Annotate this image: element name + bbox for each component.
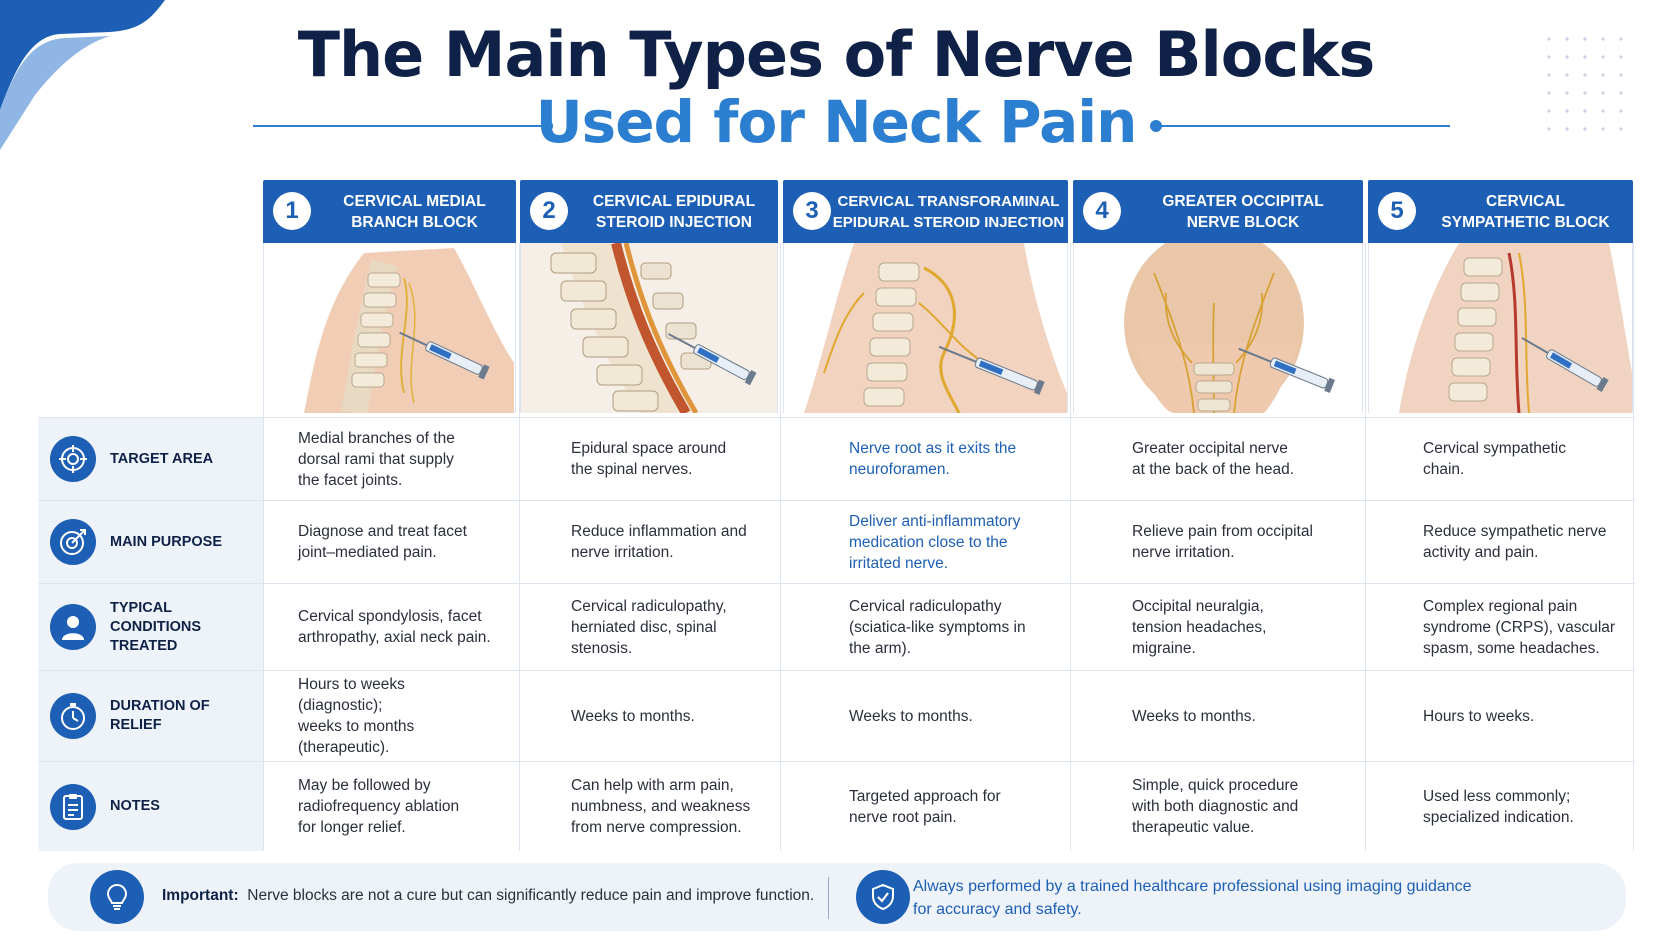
row-label: NOTES bbox=[110, 798, 160, 814]
table-cell: Hours to weeks. bbox=[1423, 707, 1535, 725]
table-cell: Diagnose and treat facet joint–mediated … bbox=[298, 523, 467, 561]
sympathetic-chain-illustration bbox=[1368, 243, 1633, 413]
subtitle-right-dot bbox=[1150, 120, 1162, 132]
column-divider bbox=[263, 243, 264, 851]
row-label: DURATION OF RELIEF bbox=[110, 698, 210, 733]
corner-decoration bbox=[0, 0, 165, 150]
back-of-head-illustration bbox=[1073, 243, 1363, 413]
subtitle-left-dot bbox=[541, 120, 553, 132]
table-cell: Weeks to months. bbox=[1132, 707, 1256, 725]
row-label-target-area: TARGET AREA bbox=[38, 418, 263, 500]
column-number-badge: 5 bbox=[1378, 192, 1416, 230]
important-label: Important: bbox=[162, 887, 239, 904]
lightbulb-icon bbox=[90, 870, 144, 924]
column-3: 3 CERVICAL TRANSFORAMINAL EPIDURAL STERO… bbox=[783, 180, 1068, 851]
column-header: 4 GREATER OCCIPITAL NERVE BLOCK bbox=[1073, 180, 1363, 243]
table-cell: Reduce sympathetic nerve activity and pa… bbox=[1423, 523, 1607, 561]
table-cell: Reduce inflammation and nerve irritation… bbox=[571, 523, 747, 561]
column-header: 2 CERVICAL EPIDURAL STEROID INJECTION bbox=[520, 180, 778, 243]
table-cell: Cervical sympathetic chain. bbox=[1423, 440, 1566, 478]
important-text: Nerve blocks are not a cure but can sign… bbox=[247, 887, 815, 904]
column-header: 3 CERVICAL TRANSFORAMINAL EPIDURAL STERO… bbox=[783, 180, 1068, 243]
column-5: 5 CERVICAL SYMPATHETIC BLOCK bbox=[1368, 180, 1633, 851]
subtitle-left-rule bbox=[253, 125, 543, 127]
safety-note: Always performed by a trained healthcare… bbox=[913, 878, 1472, 918]
table-cell: Can help with arm pain, numbness, and we… bbox=[571, 777, 751, 836]
clipboard-icon bbox=[50, 783, 96, 830]
column-header: 5 CERVICAL SYMPATHETIC BLOCK bbox=[1368, 180, 1633, 243]
column-divider bbox=[1633, 243, 1634, 851]
row-divider bbox=[38, 583, 1635, 584]
column-number-badge: 2 bbox=[530, 192, 568, 230]
table-cell: Nerve root as it exits the neuroforamen. bbox=[849, 440, 1017, 478]
table-cell: Cervical radiculopathy, herniated disc, … bbox=[571, 597, 727, 657]
subtitle-block: Used for Neck Pain bbox=[0, 88, 1672, 168]
page-subtitle: Used for Neck Pain bbox=[535, 88, 1138, 156]
column-divider bbox=[1365, 243, 1366, 851]
row-divider bbox=[38, 500, 1635, 501]
column-title: GREATER OCCIPITAL NERVE BLOCK bbox=[1162, 192, 1324, 231]
dot-grid-decoration bbox=[1547, 37, 1623, 131]
table-cell: Simple, quick procedure with both diagno… bbox=[1132, 777, 1299, 836]
person-icon bbox=[50, 604, 96, 650]
column-title: CERVICAL EPIDURAL STEROID INJECTION bbox=[592, 192, 756, 231]
table-cell: May be followed by radiofrequency ablati… bbox=[298, 777, 460, 836]
subtitle-right-rule bbox=[1160, 125, 1450, 127]
table-cell: Complex regional pain syndrome (CRPS), v… bbox=[1423, 597, 1616, 657]
table-cell: Epidural space around the spinal nerves. bbox=[571, 440, 727, 478]
table-cell: Used less commonly; specialized indicati… bbox=[1423, 787, 1574, 826]
row-label-notes: NOTES bbox=[38, 762, 263, 851]
footer-divider bbox=[828, 877, 829, 919]
column-number-badge: 3 bbox=[793, 192, 831, 230]
column-2: 2 CERVICAL EPIDURAL STEROID INJECTION bbox=[520, 180, 778, 851]
neck-spine-illustration bbox=[263, 243, 516, 413]
column-header: 1 CERVICAL MEDIAL BRANCH BLOCK bbox=[263, 180, 516, 243]
table-cell: Deliver anti-inflammatory medication clo… bbox=[849, 512, 1021, 572]
table-cell: Cervical spondylosis, facet arthropathy,… bbox=[298, 608, 491, 646]
row-label-duration-of-relief: DURATION OF RELIEF bbox=[38, 671, 263, 761]
column-title: CERVICAL TRANSFORAMINAL EPIDURAL STEROID… bbox=[832, 192, 1065, 231]
column-title: CERVICAL MEDIAL BRANCH BLOCK bbox=[343, 192, 486, 231]
column-title: CERVICAL SYMPATHETIC BLOCK bbox=[1441, 192, 1610, 231]
page-title: The Main Types of Nerve Blocks bbox=[297, 18, 1376, 91]
column-number-badge: 4 bbox=[1083, 192, 1121, 230]
row-divider bbox=[38, 417, 1635, 418]
column-1: 1 CERVICAL MEDIAL BRANCH BLOCK bbox=[263, 180, 516, 851]
row-label: MAIN PURPOSE bbox=[110, 533, 222, 550]
column-number-badge: 1 bbox=[273, 192, 311, 230]
footer-banner: Important: Nerve blocks are not a cure b… bbox=[48, 863, 1626, 931]
table-cell: Weeks to months. bbox=[571, 707, 695, 725]
table-cell: Relieve pain from occipital nerve irrita… bbox=[1132, 523, 1313, 561]
column-divider bbox=[519, 243, 520, 851]
table-cell: Targeted approach for nerve root pain. bbox=[849, 787, 1001, 826]
table-cell: Hours to weeks (diagnostic); weeks to mo… bbox=[298, 676, 415, 756]
spinal-canal-illustration bbox=[520, 243, 778, 413]
table-cell: Weeks to months. bbox=[849, 707, 973, 725]
row-divider bbox=[38, 761, 1635, 762]
table-cell: Occipital neuralgia, tension headaches, … bbox=[1132, 597, 1267, 657]
row-label: TARGET AREA bbox=[110, 450, 214, 467]
row-label-typical-conditions: TYPICAL CONDITIONS TREATED bbox=[38, 584, 263, 670]
stopwatch-icon bbox=[50, 693, 96, 739]
row-label-main-purpose: MAIN PURPOSE bbox=[38, 501, 263, 583]
row-label: TYPICAL CONDITIONS TREATED bbox=[110, 599, 202, 654]
target-icon bbox=[50, 436, 96, 482]
table-cell: Greater occipital nerve at the back of t… bbox=[1132, 440, 1295, 478]
important-note: Important: Nerve blocks are not a cure b… bbox=[162, 887, 814, 905]
row-divider bbox=[38, 670, 1635, 671]
column-divider bbox=[780, 243, 781, 851]
table-cell: Medial branches of the dorsal rami that … bbox=[298, 429, 455, 489]
shield-icon bbox=[856, 870, 910, 924]
column-4: 4 GREATER OCCIPITAL NERVE BLOCK bbox=[1073, 180, 1363, 851]
bullseye-icon bbox=[50, 519, 96, 565]
column-divider bbox=[1070, 243, 1071, 851]
nerve-root-illustration bbox=[783, 243, 1068, 413]
table-cell: Cervical radiculopathy (sciatica-like sy… bbox=[849, 597, 1026, 657]
